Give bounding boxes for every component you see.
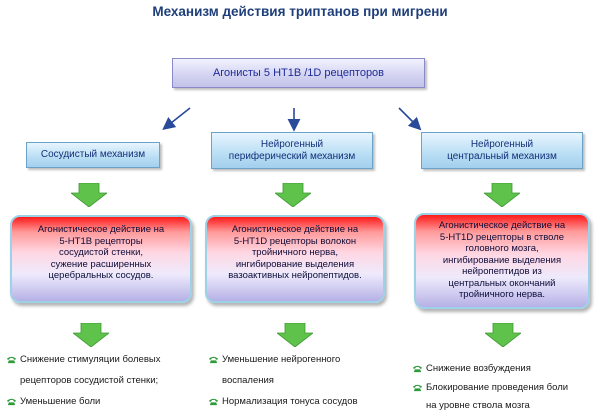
action-box-vascular: Агонистическое действие на 5-HT1B рецепт… [10,215,192,303]
green-arrow-down-icon [71,183,107,207]
phone-icon [7,356,16,364]
action-line: Агонистическое действие на [231,224,359,235]
phone-icon [413,365,422,373]
mechanism-line: Нейрогенный [470,138,534,150]
effect-item: Снижение стимуляции болевых [6,354,160,365]
effect-text: Блокирование проведения боли [426,382,569,393]
effect-text: на уровне ствола мозга [426,400,530,411]
phone-icon [209,398,218,406]
phone-icon [209,356,218,364]
effect-item: Нормализация тонуса сосудов [208,396,358,407]
effect-item: рецепторов сосудистой стенки; [20,375,158,386]
action-line: 5-HT1D рецепторы в стволе [439,231,565,243]
effect-text: Уменьшение боли [20,396,101,407]
effect-text: рецепторов сосудистой стенки; [20,375,159,386]
effect-item: Уменьшение боли [6,396,100,407]
mechanism-line: центральный механизм [447,150,557,162]
green-arrow-down-icon [484,183,520,207]
action-line: Агонистическое действие на [37,224,165,235]
action-line: центральных окончаний [448,277,556,289]
phone-icon [413,384,422,392]
effect-text: Снижение стимуляции болевых [20,354,161,365]
effect-item: Уменьшение нейрогенного [208,354,340,365]
green-arrow-down-icon [73,323,109,347]
phone-icon [7,398,16,406]
action-line: тройничного нерва. [458,289,546,300]
action-line: ингибирование выделения [235,258,355,270]
agonists-box: Агонисты 5 НТ1В /1D рецепторов [172,58,425,88]
effect-item: Снижение возбуждения [412,363,531,374]
action-box-peripheral: Агонистическое действие на 5-HT1D рецепт… [205,215,385,303]
mechanism-line: Нейрогенный [260,138,324,150]
action-line: сужение расширенных [50,258,152,270]
effect-text: Снижение возбуждения [426,363,531,374]
action-line: вазоактивных нейропептидов. [228,270,362,281]
action-line: Агонистическое действие на [438,220,566,231]
effect-text: Нормализация тонуса сосудов [222,396,358,407]
action-line: 5-HT1B рецепторы [59,235,143,247]
green-arrow-down-icon [275,183,311,207]
action-line: ингибирование выделения [442,254,562,266]
arrow-to-vascular [162,107,191,130]
action-line: сосудистой стенки, [58,247,144,258]
diagram-title: Механизм действия триптанов при мигрени [152,4,448,19]
effect-text: Уменьшение нейрогенного [222,354,341,365]
mechanism-box-peripheral: Нейрогенный периферический механизм [211,132,373,169]
arrow-to-central [398,107,422,131]
green-arrow-down-icon [485,323,521,347]
action-line: нейропептидов из [462,266,542,277]
effect-item: на уровне ствола мозга [426,400,530,411]
effect-item: воспаления [222,375,274,386]
mechanism-line: Сосудистый механизм [40,149,146,160]
mechanism-box-central: Нейрогенный центральный механизм [421,132,583,169]
action-box-central: Агонистическое действие на 5-HT1D рецепт… [414,213,590,309]
effect-item: Блокирование проведения боли [412,382,568,393]
action-line: церебральных сосудов. [48,270,154,281]
blue-arrows [162,107,422,132]
mechanism-line: периферический механизм [228,150,356,162]
mechanism-box-vascular: Сосудистый механизм [26,142,160,168]
action-line: головного мозга, [465,243,539,254]
effect-text: воспаления [222,375,274,386]
action-line: тройничного нерва, [251,247,339,258]
action-line: 5-HT1D рецепторы волокон [233,235,357,247]
green-arrow-down-icon [277,323,313,347]
